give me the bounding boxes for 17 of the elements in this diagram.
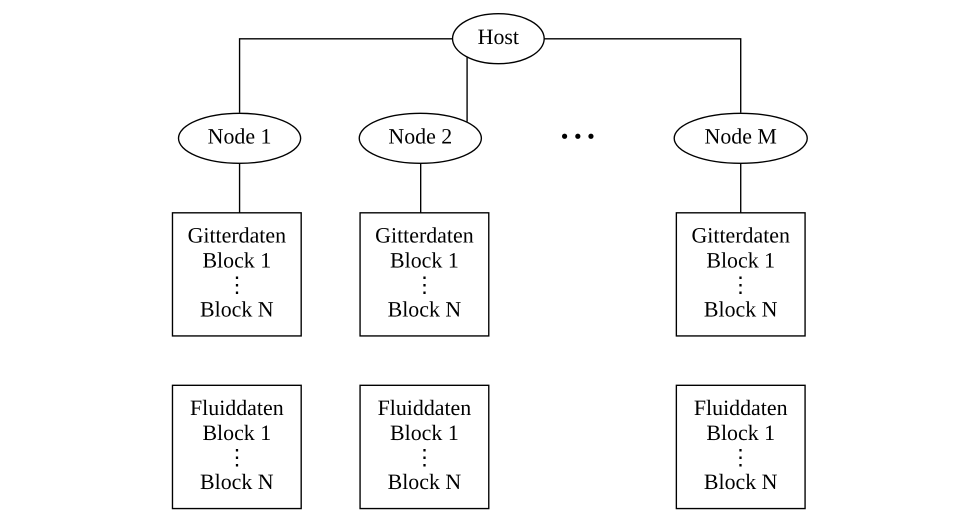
- connector: [420, 164, 422, 213]
- node-box: Gitterdaten Block 1 ⋮ Block N: [359, 212, 490, 337]
- connector: [740, 164, 742, 213]
- node-box: Fluiddaten Block 1 ⋮ Block N: [359, 384, 490, 510]
- connector: [466, 57, 468, 122]
- node-ellipse: Host: [452, 12, 545, 64]
- node-box: Gitterdaten Block 1 ⋮ Block N: [172, 212, 302, 337]
- node-ellipse: Node 1: [178, 112, 302, 164]
- node-box: Fluiddaten Block 1 ⋮ Block N: [676, 384, 806, 510]
- label: • • •: [560, 124, 595, 149]
- node-ellipse: Node 2: [358, 112, 482, 164]
- connector: [238, 164, 240, 213]
- connector: [238, 38, 453, 113]
- connector: [544, 38, 742, 113]
- node-box: Gitterdaten Block 1 ⋮ Block N: [676, 212, 806, 337]
- node-box: Fluiddaten Block 1 ⋮ Block N: [172, 384, 302, 510]
- node-ellipse: Node M: [674, 112, 808, 164]
